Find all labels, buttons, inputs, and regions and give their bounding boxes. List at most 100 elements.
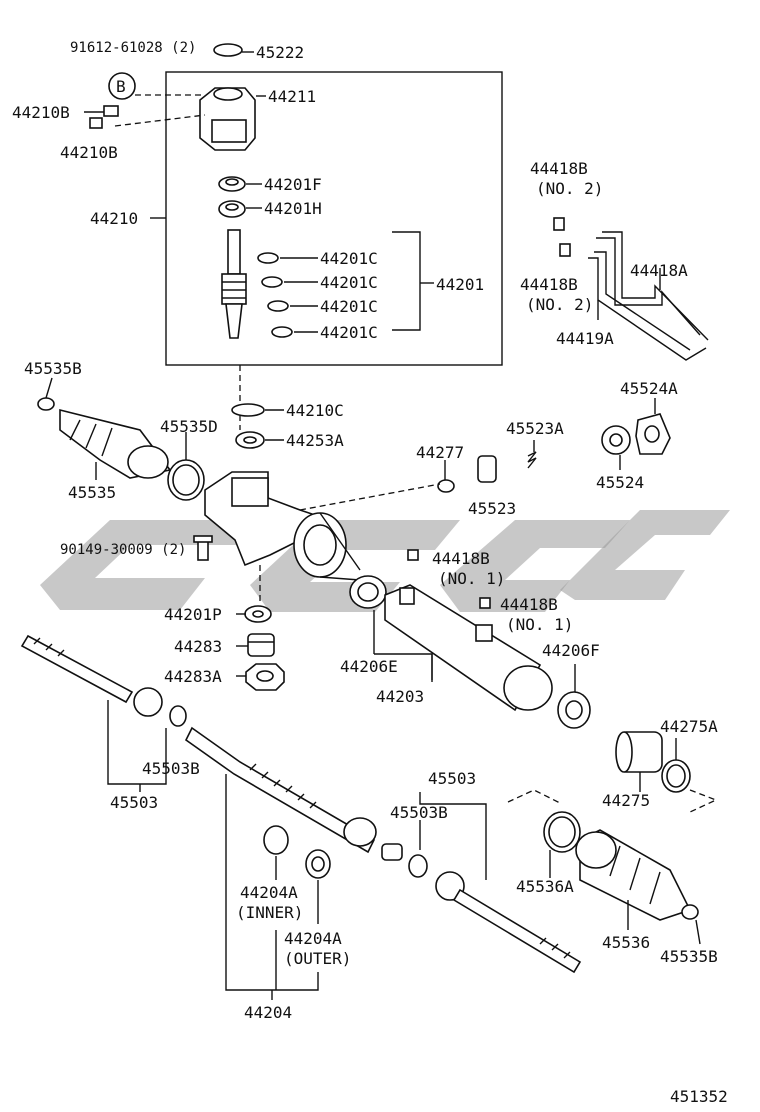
label-44201C-3: 44201C	[320, 297, 378, 316]
bearing-44201H	[218, 200, 246, 218]
label-44201H: 44201H	[264, 199, 322, 218]
bolt-44210B-b	[89, 117, 103, 129]
tie-rod-end-45503-left	[20, 634, 163, 717]
label-44210C: 44210C	[286, 401, 344, 420]
label-44418B-top: 44418B	[530, 159, 588, 178]
label-44210: 44210	[90, 209, 138, 228]
label-44253A: 44253A	[286, 431, 344, 450]
gear-housing	[204, 471, 347, 578]
label-44211: 44211	[268, 87, 316, 106]
rack-housing-44203	[384, 584, 553, 712]
label-45536: 45536	[602, 933, 650, 952]
washer-45503B-left	[169, 705, 187, 727]
union-44418B-no1b	[479, 597, 491, 609]
clamp-45536A	[543, 811, 581, 853]
tie-rod-end-45503-right	[435, 871, 582, 974]
seal-44201F	[218, 176, 246, 192]
label-45535D: 45535D	[160, 417, 218, 436]
plug-44277	[437, 479, 455, 493]
label-44283A: 44283A	[164, 667, 222, 686]
label-45536A: 45536A	[516, 877, 574, 896]
label-45535B-top: 45535B	[24, 359, 82, 378]
label-no2-top: (NO. 2)	[536, 179, 603, 198]
nut-45524	[601, 425, 631, 455]
seal-44204A-inner	[263, 825, 289, 855]
label-44418B-no1b: 44418B	[500, 595, 558, 614]
label-44419A: 44419A	[556, 329, 614, 348]
label-44210B-b: 44210B	[60, 143, 118, 162]
bushing-44206F	[557, 691, 591, 729]
label-44418B-no1a: 44418B	[432, 549, 490, 568]
label-44206F: 44206F	[542, 641, 600, 660]
pinion-shaft-44201	[221, 229, 247, 339]
label-44201F: 44201F	[264, 175, 322, 194]
label-45503-right: 45503	[428, 769, 476, 788]
pipe-44418A	[596, 231, 709, 341]
boot-45536	[575, 829, 692, 921]
valve-housing-44211	[199, 87, 256, 151]
label-44201C-4: 44201C	[320, 323, 378, 342]
label-inner: (INNER)	[236, 903, 303, 922]
label-44204A-outer: 44204A	[284, 929, 342, 948]
label-44201: 44201	[436, 275, 484, 294]
washer-45503B-right	[408, 854, 428, 878]
label-outer: (OUTER)	[284, 949, 351, 968]
label-45503B-right: 45503B	[390, 803, 448, 822]
label-45535: 45535	[68, 483, 116, 502]
clip-44275A	[661, 759, 691, 793]
plug-45222	[213, 43, 243, 57]
guide-45523	[477, 455, 497, 483]
spring-45523A	[527, 451, 537, 469]
label-44206E: 44206E	[340, 657, 398, 676]
adjuster-44283	[247, 633, 275, 657]
bearing-44201P	[244, 605, 272, 623]
label-44275: 44275	[602, 791, 650, 810]
label-44418A: 44418A	[630, 261, 688, 280]
union-44418B-mid	[559, 243, 571, 257]
label-90149-30009: 90149-30009 (2)	[60, 542, 186, 558]
label-44277: 44277	[416, 443, 464, 462]
label-45524: 45524	[596, 473, 644, 492]
bearing-44253A	[235, 431, 265, 449]
bolt-90149	[193, 535, 213, 561]
seal-ring-44201C-4	[271, 326, 293, 338]
label-44204A-inner: 44204A	[240, 883, 298, 902]
label-44204: 44204	[244, 1003, 292, 1022]
label-no2-mid: (NO. 2)	[526, 295, 593, 314]
circle-b-marker	[108, 72, 136, 100]
label-no1-a: (NO. 1)	[438, 569, 505, 588]
seal-44206E	[349, 575, 387, 609]
label-reference-number: 451352	[670, 1087, 728, 1106]
locknut-44283A	[245, 663, 285, 691]
clamp-45535B-top	[37, 397, 55, 411]
label-45524A: 45524A	[620, 379, 678, 398]
rack-44204	[184, 726, 377, 854]
label-45222: 45222	[256, 43, 304, 62]
label-45503B-left: 45503B	[142, 759, 200, 778]
union-44418B-top	[553, 217, 565, 231]
label-circle-b: B	[116, 77, 126, 96]
label-44283: 44283	[174, 637, 222, 656]
union-44418B-no1a	[407, 549, 419, 561]
locknut-45524A	[635, 413, 671, 455]
seal-ring-44201C-1	[257, 252, 279, 264]
label-44210B-a: 44210B	[12, 103, 70, 122]
clamp-45535D	[167, 459, 205, 501]
label-45523A: 45523A	[506, 419, 564, 438]
label-44201C-1: 44201C	[320, 249, 378, 268]
seal-44204A-outer	[305, 849, 331, 879]
bracket-44275	[615, 731, 663, 773]
label-44201P: 44201P	[164, 605, 222, 624]
label-no1-b: (NO. 1)	[506, 615, 573, 634]
seal-ring-44201C-3	[267, 300, 289, 312]
rack-end-piece	[381, 843, 403, 861]
label-44201C-2: 44201C	[320, 273, 378, 292]
boot-45535	[59, 408, 172, 479]
label-44203: 44203	[376, 687, 424, 706]
label-44275A: 44275A	[660, 717, 718, 736]
label-45535B-bottom: 45535B	[660, 947, 718, 966]
oring-44210C	[231, 403, 265, 417]
clamp-45535B-bottom	[681, 904, 699, 920]
label-45523: 45523	[468, 499, 516, 518]
